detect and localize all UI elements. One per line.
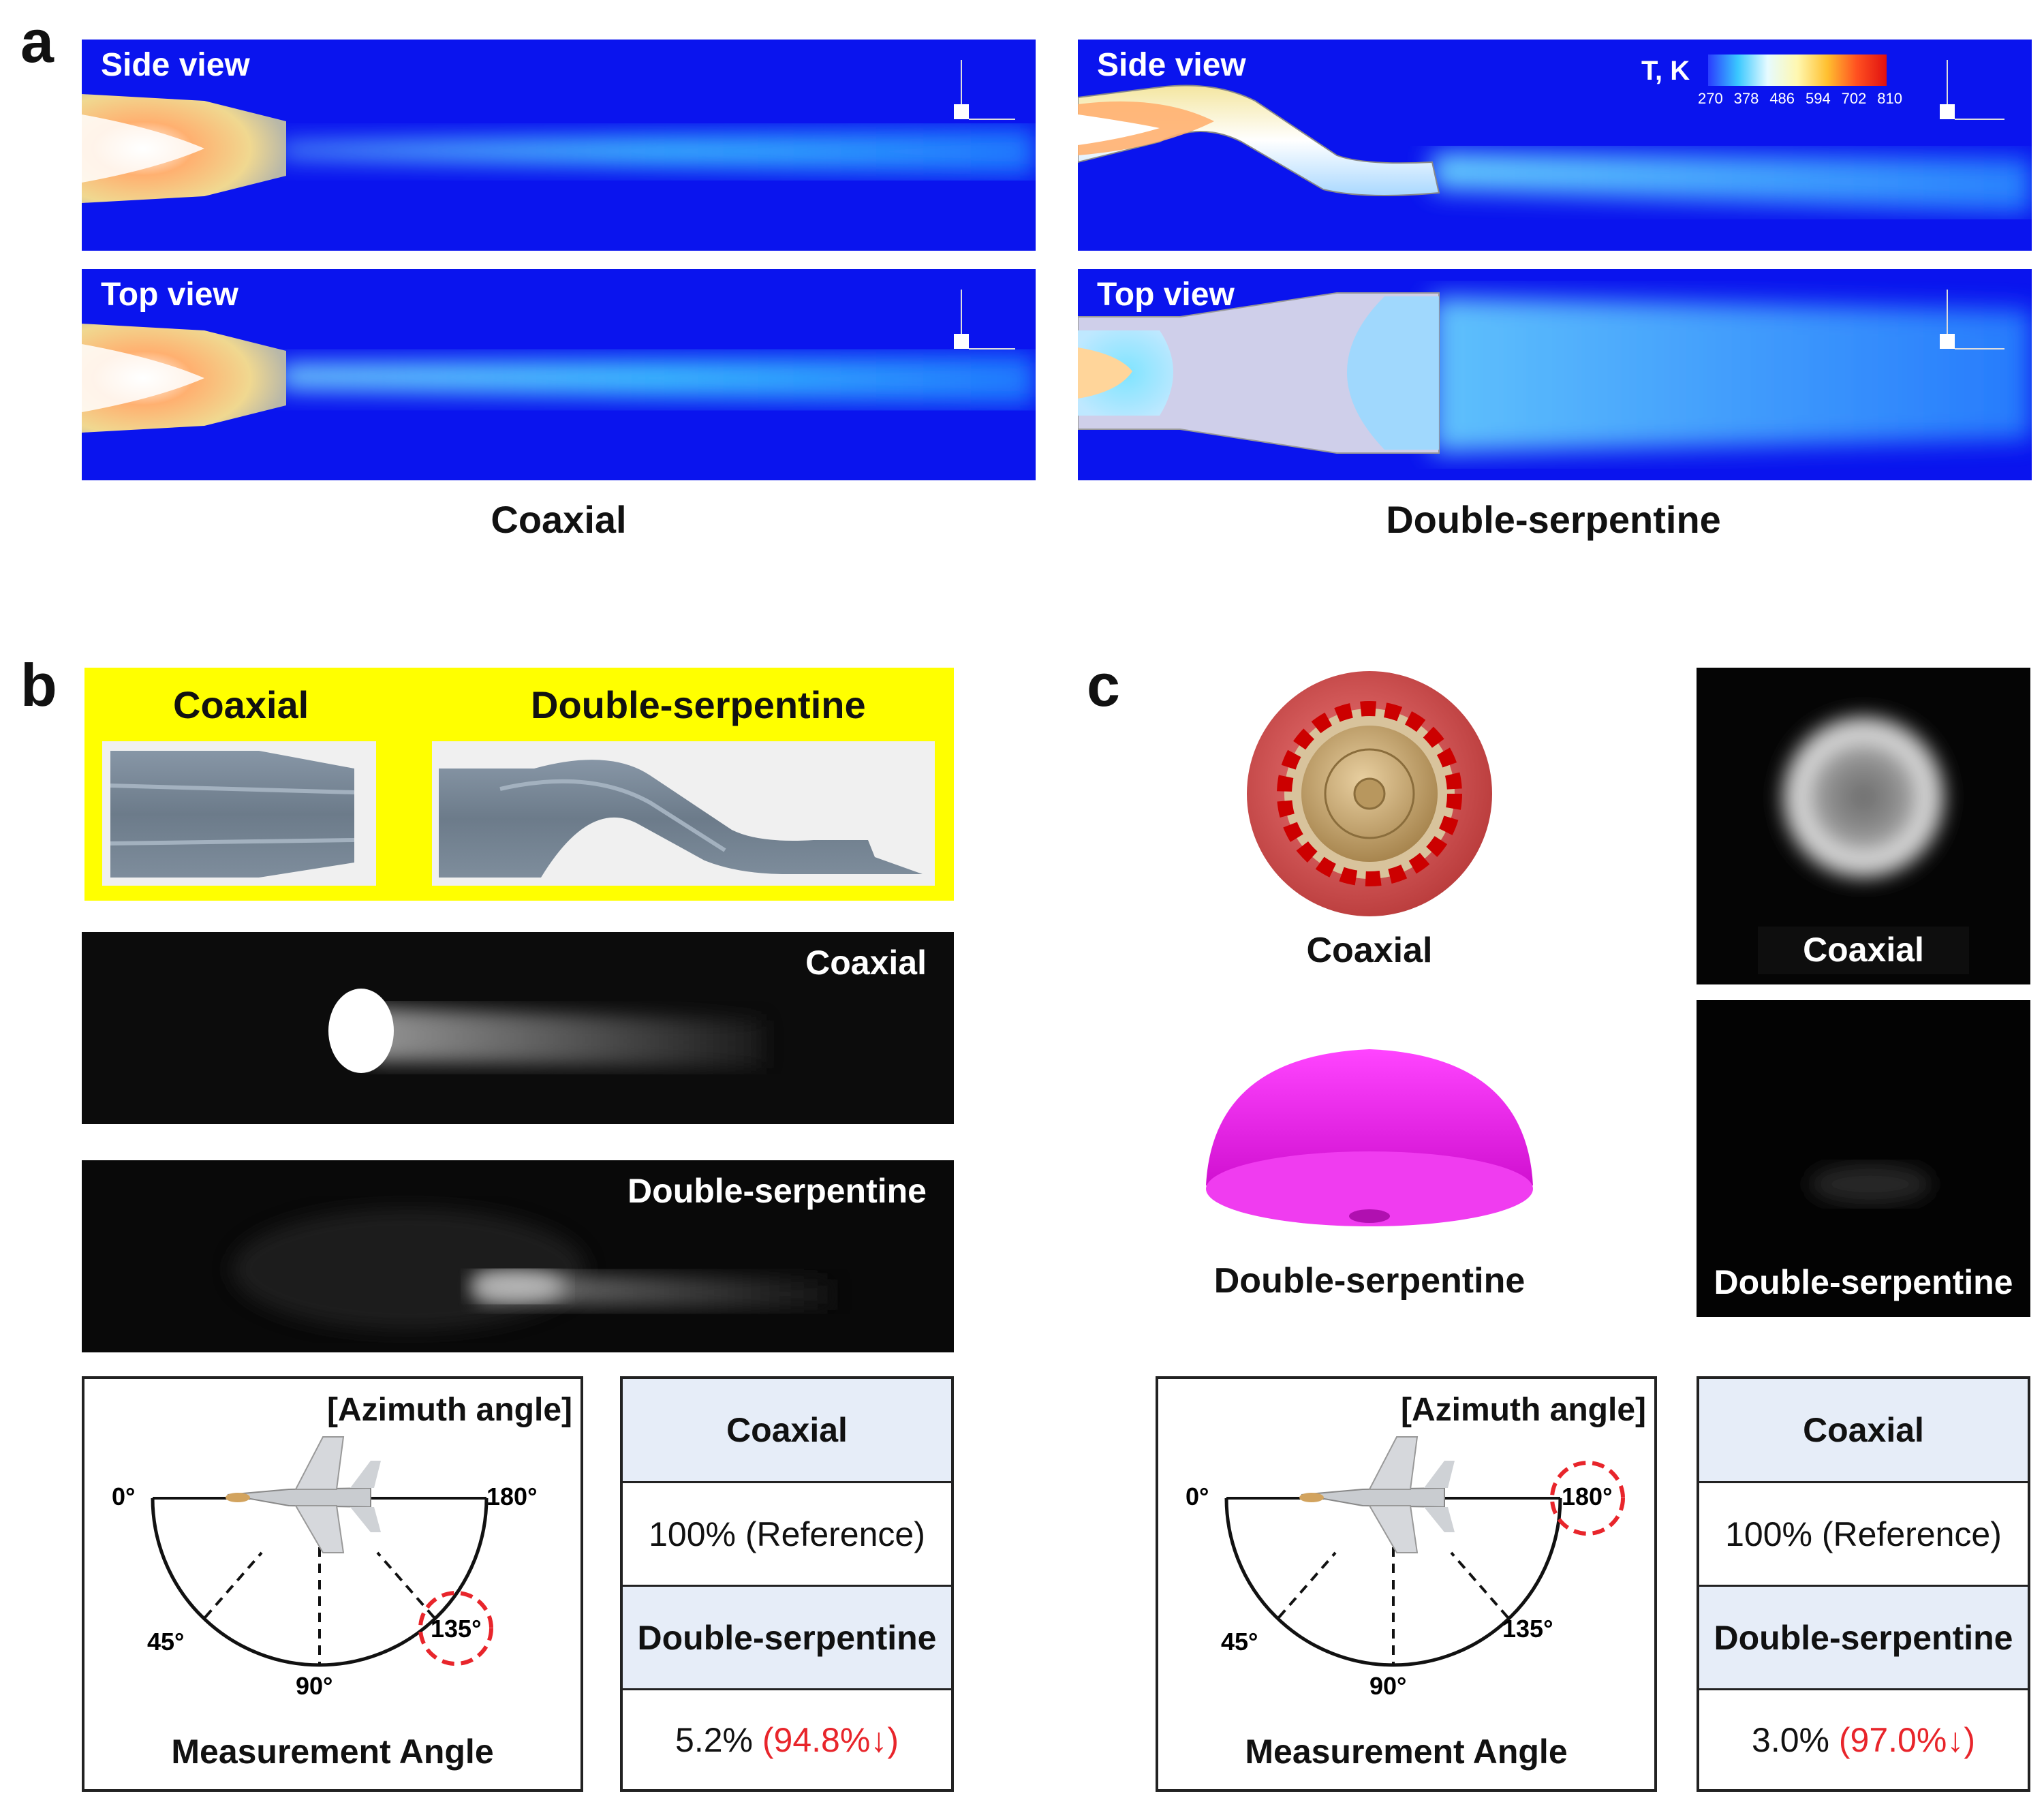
- ir-image-ds: Double-serpentine: [82, 1160, 954, 1352]
- label-backdrop: [1758, 927, 1969, 974]
- table-row-head: Double-serpentine: [623, 1585, 951, 1688]
- ds-nozzle-shape: [439, 760, 923, 878]
- ir-image-coaxial: Coaxial: [82, 932, 954, 1124]
- ir-ds-plume: [232, 1208, 831, 1331]
- table-row-value: 100% (Reference): [623, 1481, 951, 1585]
- angle-label-135: 135°: [431, 1615, 482, 1643]
- ir-front-coaxial-ring: [1778, 712, 1949, 882]
- azimuth-title: [Azimuth angle]: [327, 1392, 572, 1428]
- ds-model: Double-serpentine: [1158, 1002, 1581, 1342]
- colorbar-tick: 702: [1841, 90, 1867, 107]
- colorbar-title: T, K: [1641, 56, 1690, 86]
- azimuth-semicircle-b: [151, 1436, 493, 1667]
- ir-front-coaxial: Coaxial: [1697, 668, 2030, 984]
- azimuth-diagram-c: [Azimuth angle] 0° 45° 90° 135° 180° Mea…: [1156, 1376, 1657, 1792]
- aircraft-icon: [1299, 1436, 1455, 1553]
- cfd-ds-side-view: Side view T, K 270 378 486 594 702 810: [1078, 40, 2032, 251]
- table-row-head: Coaxial: [1699, 1379, 2028, 1481]
- cfd-coaxial-top-view: Top view: [82, 269, 1036, 480]
- cfd-ds-top-view: Top view: [1078, 269, 2032, 480]
- azimuth-footer: Measurement Angle: [171, 1733, 494, 1771]
- coaxial-nozzle-render: [102, 741, 376, 886]
- cfd-title: Side view: [1097, 47, 1246, 83]
- ir-front-ds: Double-serpentine: [1697, 1000, 2030, 1317]
- angle-label-45: 45°: [1221, 1628, 1258, 1656]
- coaxial-nozzle-shape: [110, 751, 355, 878]
- aircraft-icon: [226, 1436, 381, 1553]
- colorbar-tick: 270: [1698, 90, 1723, 107]
- coaxial-model: Coaxial: [1206, 664, 1533, 978]
- cfd-coaxial-side-plot: [82, 60, 1036, 203]
- azimuth-title: [Azimuth angle]: [1401, 1392, 1646, 1428]
- panel-label-b: b: [20, 651, 57, 719]
- ds-nozzle-render: [432, 741, 935, 886]
- angle-label-90: 90°: [296, 1672, 333, 1700]
- angle-label-135: 135°: [1502, 1615, 1553, 1643]
- nozzle-shape-label-coaxial: Coaxial: [173, 683, 309, 726]
- colorbar: [1708, 55, 1887, 86]
- angle-label-0: 0°: [1186, 1483, 1209, 1510]
- cfd-coaxial-side-view: Side view: [82, 40, 1036, 251]
- nozzle-shape-label-ds: Double-serpentine: [531, 683, 866, 726]
- table-row-head: Double-serpentine: [1699, 1585, 2028, 1688]
- colorbar-tick: 486: [1769, 90, 1795, 107]
- panel-a-caption-coaxial: Coaxial: [491, 498, 627, 541]
- angle-label-45: 45°: [147, 1628, 185, 1656]
- ir-reduction-table-b: Coaxial 100% (Reference) Double-serpenti…: [620, 1376, 954, 1792]
- azimuth-footer: Measurement Angle: [1245, 1733, 1568, 1771]
- azimuth-diagram-b: [Azimuth angle] 0° 45° 90° 135° 180° Mea…: [82, 1376, 583, 1792]
- ir-coaxial-plume: [328, 989, 763, 1073]
- ir-reduction: (94.8%↓): [762, 1720, 899, 1759]
- cfd-title: Top view: [1097, 277, 1235, 313]
- table-row-value: 100% (Reference): [1699, 1481, 2028, 1585]
- angle-label-90: 90°: [1369, 1672, 1407, 1700]
- ir-reduction-table-c: Coaxial 100% (Reference) Double-serpenti…: [1697, 1376, 2030, 1792]
- table-row-value: 3.0% (97.0%↓): [1699, 1688, 2028, 1789]
- colorbar-tick: 810: [1877, 90, 1902, 107]
- ir-front-ds-glow: [1809, 1164, 1932, 1205]
- model-label: Coaxial: [1306, 931, 1433, 970]
- coaxial-model-render: [1247, 671, 1492, 916]
- model-label: Double-serpentine: [1213, 1261, 1526, 1301]
- colorbar-ticks: 270 378 486 594 702 810: [1698, 90, 1902, 108]
- ir-label: Coaxial: [1803, 931, 1924, 969]
- colorbar-tick: 378: [1733, 90, 1759, 107]
- angle-label-0: 0°: [112, 1483, 136, 1510]
- cfd-title: Top view: [101, 277, 238, 313]
- azimuth-semicircle-c: [1224, 1436, 1625, 1667]
- ir-reduction: (97.0%↓): [1838, 1720, 1975, 1759]
- panel-label-a: a: [20, 7, 54, 75]
- ir-value: 5.2%: [675, 1720, 753, 1759]
- table-row-head: Coaxial: [623, 1379, 951, 1481]
- ds-model-render: [1206, 1049, 1533, 1226]
- ir-label: Double-serpentine: [1714, 1263, 2013, 1301]
- panel-a-caption-ds: Double-serpentine: [1386, 498, 1721, 541]
- panel-label-c: c: [1087, 651, 1120, 719]
- colorbar-tick: 594: [1805, 90, 1831, 107]
- cfd-ds-side-plot: [1078, 60, 2032, 213]
- ir-value: 3.0%: [1752, 1720, 1829, 1759]
- ir-label: Double-serpentine: [628, 1172, 927, 1210]
- table-row-value: 5.2% (94.8%↓): [623, 1688, 951, 1789]
- angle-label-180: 180°: [486, 1483, 538, 1510]
- ir-label: Coaxial: [805, 944, 927, 982]
- cfd-title: Side view: [101, 47, 250, 83]
- cfd-coaxial-top-plot: [82, 290, 1036, 433]
- angle-label-180: 180°: [1562, 1483, 1613, 1510]
- cfd-ds-top-plot: [1078, 290, 2032, 454]
- nozzle-shapes-panel: Coaxial Double-serpentine: [84, 668, 954, 901]
